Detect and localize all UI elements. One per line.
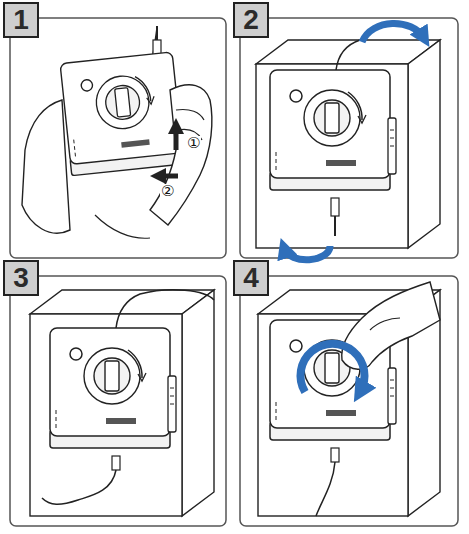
callout-number: ② xyxy=(160,184,175,199)
step-number-box: 3 xyxy=(3,260,39,296)
step-number-box: 4 xyxy=(233,260,269,296)
step-number: 3 xyxy=(13,264,29,292)
panel-frame xyxy=(240,276,458,526)
step-number: 1 xyxy=(13,6,29,34)
step2-illustration xyxy=(256,23,440,259)
panel-frame xyxy=(10,276,226,526)
step-number-box: 1 xyxy=(3,2,39,38)
step-number-box: 2 xyxy=(233,2,269,38)
step-number: 4 xyxy=(243,264,259,292)
step4-illustration xyxy=(258,282,440,516)
step-number: 2 xyxy=(243,6,259,34)
step3-illustration xyxy=(30,290,214,516)
step1-illustration xyxy=(22,26,212,238)
panel-frame xyxy=(10,18,226,258)
callout-number: ① xyxy=(186,136,201,151)
panel-frame xyxy=(240,18,458,258)
